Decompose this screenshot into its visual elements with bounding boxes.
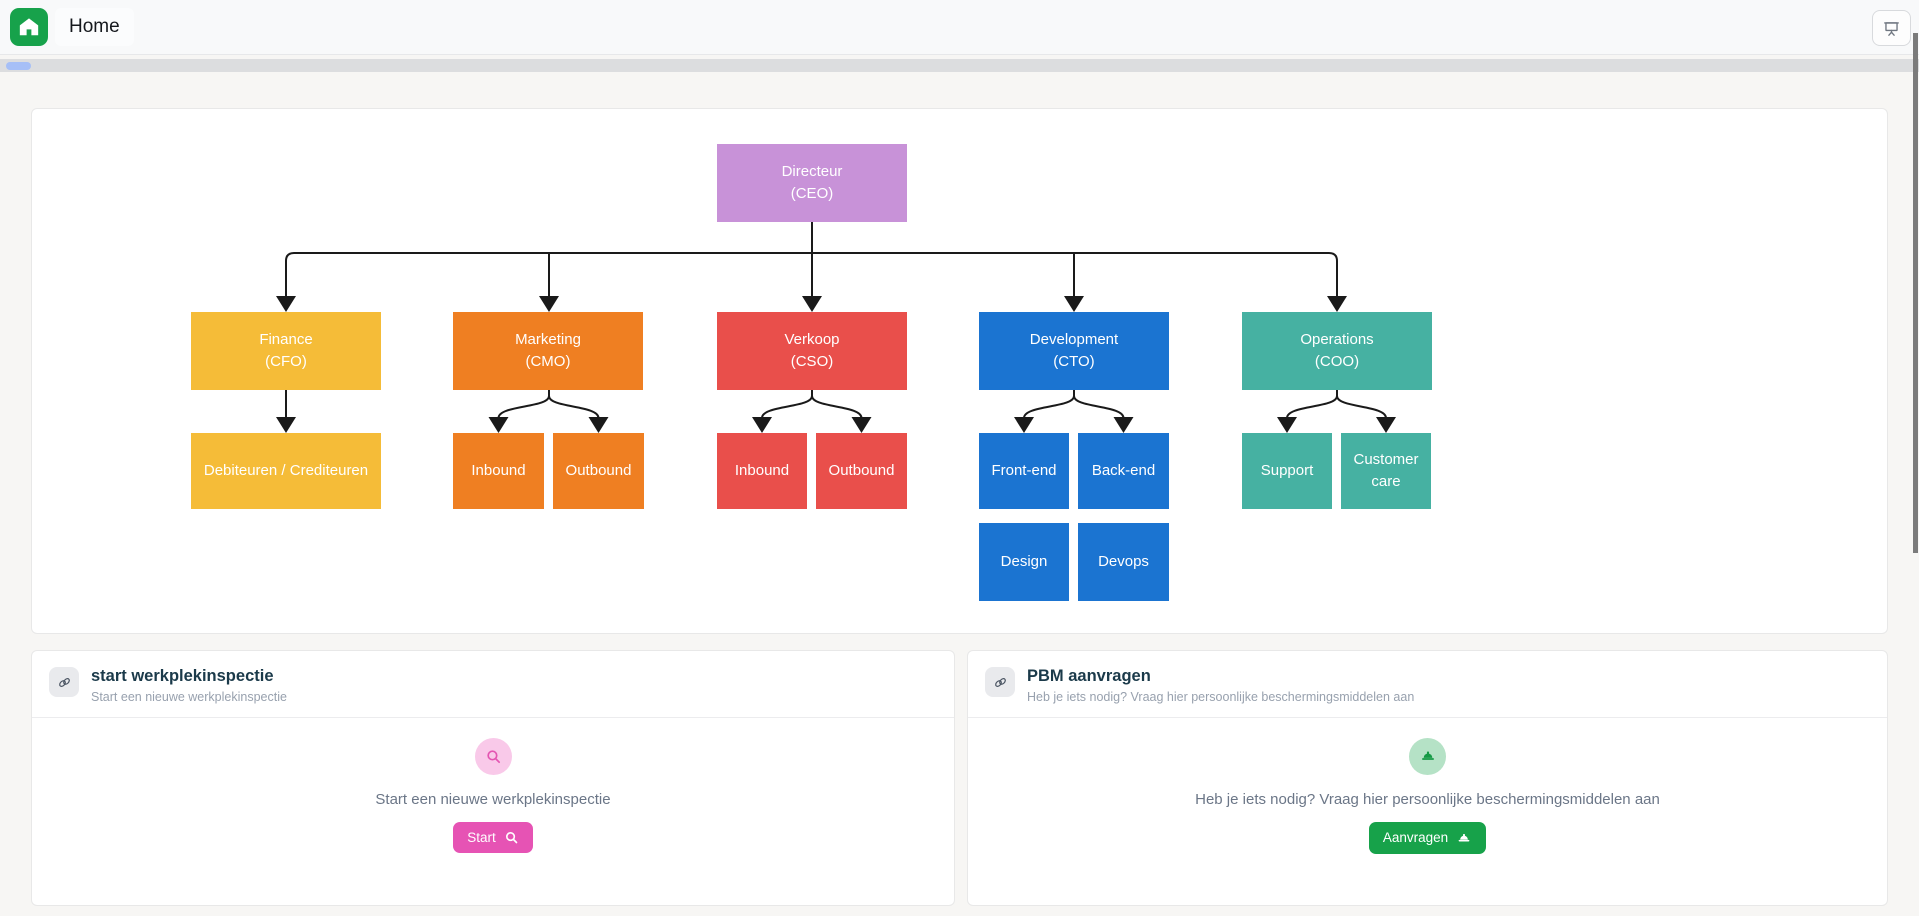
org-node-finance: Finance (CFO) xyxy=(191,312,381,390)
breadcrumb: Home xyxy=(55,8,134,46)
card-title: PBM aanvragen xyxy=(1027,667,1151,685)
hard-hat-icon xyxy=(1419,747,1437,765)
link-icon xyxy=(49,667,79,697)
horizontal-scrollbar-thumb[interactable] xyxy=(6,61,31,70)
easel-icon xyxy=(1882,19,1901,38)
org-node-marketing-outbound: Outbound xyxy=(553,433,644,509)
horizontal-scrollbar-track[interactable] xyxy=(0,59,1919,72)
vertical-scrollbar-thumb[interactable] xyxy=(1913,33,1918,553)
org-node-front-end: Front-end xyxy=(979,433,1069,509)
card-title: start werkplekinspectie xyxy=(91,667,274,685)
org-node-operations: Operations (COO) xyxy=(1242,312,1432,390)
org-node-ceo: Directeur (CEO) xyxy=(717,144,907,222)
org-node-design: Design xyxy=(979,523,1069,601)
card-pbm-body: Heb je iets nodig? Vraag hier persoonlij… xyxy=(968,718,1887,854)
page-title: Home xyxy=(69,16,120,37)
card-werkplekinspectie-header[interactable]: start werkplekinspectie Start een nieuwe… xyxy=(32,651,954,718)
card-body-text: Heb je iets nodig? Vraag hier persoonlij… xyxy=(1195,790,1660,808)
card-subtitle: Start een nieuwe werkplekinspectie xyxy=(91,689,287,704)
card-werkplekinspectie: start werkplekinspectie Start een nieuwe… xyxy=(31,650,955,906)
org-node-debiteuren-crediteuren: Debiteuren / Crediteuren xyxy=(191,433,381,509)
magnifier-badge xyxy=(474,737,512,775)
start-button[interactable]: Start xyxy=(453,821,533,853)
card-body-text: Start een nieuwe werkplekinspectie xyxy=(375,790,611,808)
card-pbm-header[interactable]: PBM aanvragen Heb je iets nodig? Vraag h… xyxy=(968,651,1887,718)
magnifier-icon xyxy=(485,748,502,765)
card-subtitle: Heb je iets nodig? Vraag hier persoonlij… xyxy=(1027,689,1415,704)
home-icon xyxy=(18,16,40,38)
hard-hat-icon xyxy=(1456,830,1472,846)
org-node-back-end: Back-end xyxy=(1078,433,1169,509)
aanvragen-button-label: Aanvragen xyxy=(1382,830,1449,846)
card-pbm-aanvragen: PBM aanvragen Heb je iets nodig? Vraag h… xyxy=(967,650,1888,906)
presentation-mode-button[interactable] xyxy=(1872,10,1911,46)
org-node-marketing-inbound: Inbound xyxy=(453,433,544,509)
link-icon xyxy=(985,667,1015,697)
home-button[interactable] xyxy=(10,8,48,46)
magnifier-icon xyxy=(504,830,519,845)
org-node-customer-care: Customer care xyxy=(1341,433,1431,509)
aanvragen-button[interactable]: Aanvragen xyxy=(1368,821,1487,854)
org-node-verkoop-outbound: Outbound xyxy=(816,433,907,509)
hard-hat-badge xyxy=(1409,737,1446,775)
org-chart-card: Directeur (CEO) Finance (CFO) Marketing … xyxy=(31,108,1888,634)
org-node-support: Support xyxy=(1242,433,1332,509)
org-node-development: Development (CTO) xyxy=(979,312,1169,390)
org-node-devops: Devops xyxy=(1078,523,1169,601)
card-werkplekinspectie-body: Start een nieuwe werkplekinspectie Start xyxy=(32,718,954,853)
org-node-marketing: Marketing (CMO) xyxy=(453,312,643,390)
start-button-label: Start xyxy=(467,829,496,845)
top-bar: Home xyxy=(0,0,1919,55)
org-node-verkoop-inbound: Inbound xyxy=(717,433,807,509)
org-node-verkoop: Verkoop (CSO) xyxy=(717,312,907,390)
